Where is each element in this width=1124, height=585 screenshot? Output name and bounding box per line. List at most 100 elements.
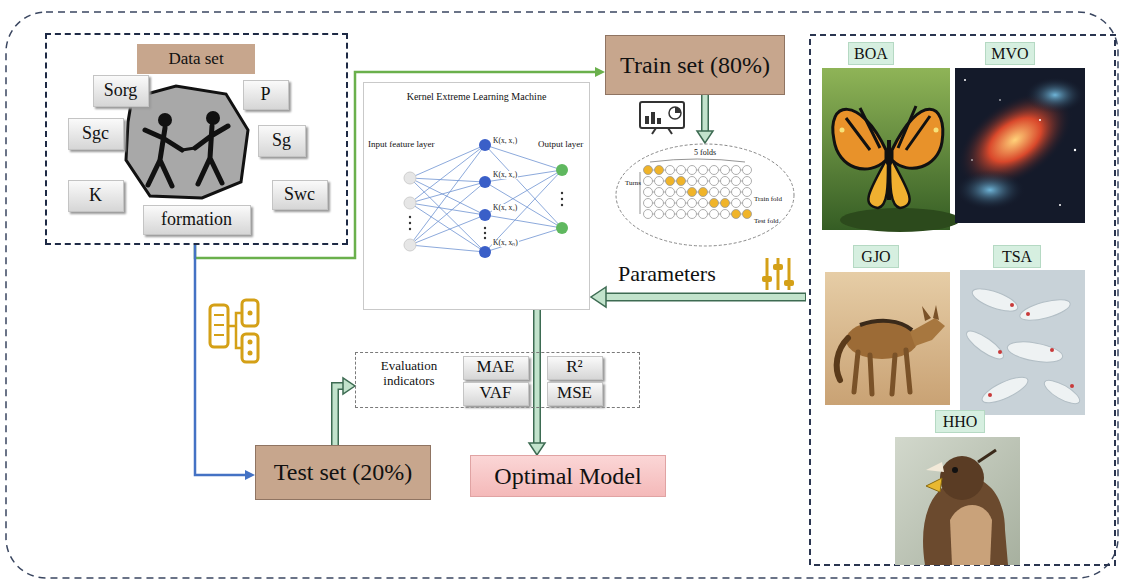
slider-icon bbox=[784, 280, 794, 286]
fold-grid bbox=[666, 166, 675, 175]
parameters-arrow bbox=[591, 287, 606, 307]
fold-grid bbox=[677, 177, 686, 186]
chart-icon bbox=[645, 116, 649, 124]
kelm-network bbox=[410, 145, 485, 245]
kelm-network bbox=[410, 182, 485, 245]
node-text: Sorg bbox=[104, 81, 138, 101]
fold-grid bbox=[743, 166, 752, 175]
split-icon bbox=[242, 334, 258, 362]
tunicate-picture bbox=[1041, 376, 1083, 408]
kelm-network bbox=[485, 170, 562, 215]
algorithm-tag: HHO bbox=[935, 410, 985, 433]
fold-grid bbox=[721, 210, 730, 219]
kelm-network bbox=[409, 192, 563, 239]
block-arrow bbox=[335, 378, 355, 445]
jackal-picture bbox=[910, 318, 945, 346]
butterfly-picture bbox=[887, 140, 891, 200]
tunicate-picture bbox=[979, 372, 1031, 408]
kernel-label: K(x, xₙ) bbox=[492, 239, 519, 247]
feature-button: Sg bbox=[258, 125, 306, 157]
hawk-picture bbox=[895, 437, 1020, 565]
split-icon bbox=[214, 314, 224, 316]
kelm-network bbox=[410, 215, 485, 245]
nebula-picture bbox=[955, 170, 1025, 210]
split-icon bbox=[248, 311, 253, 316]
rock-illustration bbox=[182, 148, 195, 150]
fold-grid bbox=[655, 166, 664, 175]
arrow-head bbox=[343, 378, 355, 394]
rock-illustration bbox=[206, 111, 220, 125]
test-box: Test set (20%) bbox=[255, 445, 431, 500]
node-text: K bbox=[89, 186, 102, 206]
fold-grid bbox=[699, 166, 708, 175]
fold-grid bbox=[688, 177, 697, 186]
tunicate-picture bbox=[963, 284, 1083, 408]
fold-label: Test fold bbox=[754, 218, 779, 226]
fold-grid bbox=[743, 177, 752, 186]
hawk-picture bbox=[926, 478, 942, 492]
kelm-network bbox=[479, 139, 491, 151]
nebula-picture bbox=[1074, 149, 1076, 151]
fold-grid bbox=[677, 199, 686, 208]
flow-line bbox=[195, 67, 605, 258]
kelm-network bbox=[484, 232, 486, 234]
kelm-network bbox=[484, 237, 486, 239]
outer-frame bbox=[6, 12, 1118, 578]
split-icon bbox=[248, 351, 253, 356]
rock-illustration bbox=[195, 126, 228, 184]
fold-grid bbox=[677, 210, 686, 219]
split-icon bbox=[228, 313, 242, 348]
node-text: 5 folds bbox=[615, 149, 795, 158]
jackal-picture bbox=[922, 305, 939, 321]
nebula-picture bbox=[1059, 204, 1061, 206]
arrow-head bbox=[595, 67, 605, 77]
ellipse-outline bbox=[615, 143, 795, 247]
node-text: MVO bbox=[991, 45, 1028, 63]
node-text: HHO bbox=[943, 413, 978, 431]
split-icon bbox=[210, 305, 228, 347]
fold-grid bbox=[666, 188, 675, 197]
kelm-network bbox=[409, 228, 411, 230]
butterfly-picture bbox=[840, 128, 845, 133]
kelm-network bbox=[410, 182, 485, 203]
layer-label: Output layer bbox=[538, 140, 583, 150]
fold-grid bbox=[699, 199, 708, 208]
fold-grid bbox=[644, 166, 752, 219]
kelm-network bbox=[410, 178, 485, 252]
arrow-head bbox=[529, 443, 545, 455]
block-arrow bbox=[529, 310, 545, 455]
fold-grid bbox=[644, 166, 653, 175]
kelm-network bbox=[485, 182, 562, 228]
metric-button: MAE bbox=[463, 356, 529, 380]
slider-icon bbox=[762, 258, 794, 290]
butterfly-picture bbox=[840, 208, 960, 232]
node-text: Sgc bbox=[82, 124, 109, 144]
kelm-network bbox=[404, 139, 568, 258]
feature-button: P bbox=[243, 80, 289, 110]
kelm-network bbox=[561, 198, 563, 200]
kelm-network bbox=[556, 164, 568, 176]
hawk-picture bbox=[940, 456, 984, 500]
butterfly-picture bbox=[890, 160, 910, 208]
fold-grid bbox=[640, 172, 641, 214]
fold-grid bbox=[644, 188, 653, 197]
hawk-picture bbox=[926, 462, 944, 472]
jackal-picture bbox=[837, 338, 848, 380]
ellipse-outline bbox=[616, 144, 794, 246]
metric-group: Evaluation indicatorsMAER²VAFMSE bbox=[355, 352, 640, 408]
parameters-arrow bbox=[591, 287, 806, 307]
fold-grid bbox=[688, 188, 697, 197]
fold-grid bbox=[655, 188, 664, 197]
fold-grid bbox=[644, 177, 653, 186]
kelm-network bbox=[485, 215, 562, 228]
outer-frame bbox=[6, 12, 1118, 578]
kelm-network bbox=[404, 172, 416, 251]
parameters-arrow bbox=[604, 294, 805, 300]
tunicate-picture bbox=[1018, 296, 1072, 325]
model-panel: Kernel Extreme Learning Machine bbox=[363, 82, 590, 310]
fold-grid bbox=[699, 210, 708, 219]
algorithm-tag: GJO bbox=[853, 245, 899, 268]
nebula-picture bbox=[1039, 119, 1041, 121]
